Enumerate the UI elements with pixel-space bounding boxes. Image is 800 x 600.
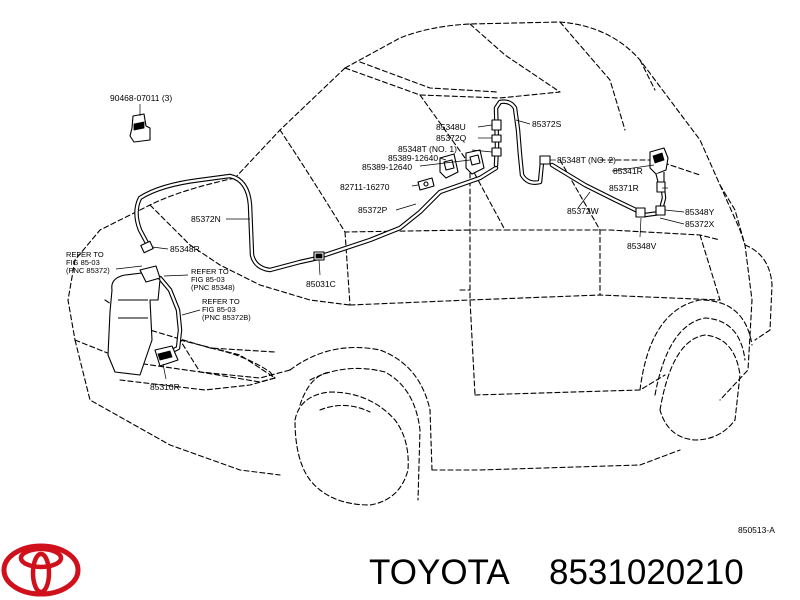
washer-pump-85310R: [154, 345, 179, 367]
label-85341R: 85341R: [613, 166, 643, 176]
clip-85389-b: [465, 149, 485, 175]
label-85371R: 85371R: [609, 183, 639, 193]
svg-text:(PNC 85372): (PNC 85372): [66, 266, 110, 275]
label-85389-a: 85389-12640: [388, 153, 438, 163]
joint-85348T-2: [539, 155, 551, 165]
check-valve-85031C: [313, 251, 325, 261]
label-85372X: 85372X: [685, 219, 715, 229]
joint-85348T-1: [491, 147, 502, 157]
part-number: 8531020210: [549, 553, 744, 592]
label-85031C: 85031C: [306, 279, 336, 289]
washer-hoses: [134, 99, 667, 355]
label-85348U: 85348U: [436, 122, 466, 132]
label-85310R: 85310R: [150, 382, 180, 392]
svg-text:FIG 85-03: FIG 85-03: [191, 275, 225, 284]
label-85348V: 85348V: [627, 241, 657, 251]
label-85372Q: 85372Q: [436, 133, 467, 143]
label-85348T-no1: 85348T (NO. 1): [398, 144, 457, 154]
svg-text:(PNC 85372B): (PNC 85372B): [202, 313, 251, 322]
label-85348Y: 85348Y: [685, 207, 715, 217]
reference-note-85372: REFER TO FIG 85-03 (PNC 85372): [66, 250, 110, 275]
svg-text:FIG 85-03: FIG 85-03: [202, 305, 236, 314]
joint-85348V: [635, 207, 646, 218]
label-85348T-no2: 85348T (NO. 2): [557, 155, 616, 165]
drawing-code: 850513-A: [738, 525, 775, 535]
washer-reservoir: [107, 265, 161, 376]
brand-name: TOYOTA: [369, 553, 510, 592]
reference-note-85348: REFER TO FIG 85-03 (PNC 85348): [191, 267, 235, 292]
leader-lines: [115, 104, 685, 380]
label-82711: 82711-16270: [340, 182, 390, 192]
svg-text:REFER TO: REFER TO: [202, 297, 240, 306]
vehicle-outline: [67, 21, 773, 506]
label-85348R: 85348R: [170, 244, 200, 254]
label-85372N: 85372N: [191, 214, 221, 224]
svg-text:FIG 85-03: FIG 85-03: [66, 258, 100, 267]
label-85372W: 85372W: [567, 206, 599, 216]
svg-text:REFER TO: REFER TO: [66, 250, 104, 259]
svg-text:REFER TO: REFER TO: [191, 267, 229, 276]
elbow-85371R: [656, 181, 666, 193]
joint-85348U: [491, 119, 502, 131]
clip-90468: [129, 113, 151, 143]
toyota-logo-icon: [1, 543, 81, 597]
connector-85372Q: [491, 134, 502, 143]
label-85389-b: 85389-12640: [362, 162, 412, 172]
label-90468: 90468-07011 (3): [110, 93, 172, 103]
nozzle-85341R: [649, 147, 669, 183]
joint-85348R: [140, 240, 154, 254]
joint-85348Y: [655, 205, 666, 216]
svg-text:(PNC 85348): (PNC 85348): [191, 283, 235, 292]
label-85372S: 85372S: [532, 119, 562, 129]
label-85372P: 85372P: [358, 205, 388, 215]
part-labels: 90468-07011 (3) 85348U 85372S 85372Q 853…: [66, 93, 775, 535]
clip-85389-a: [439, 153, 459, 179]
reference-note-85372B: REFER TO FIG 85-03 (PNC 85372B): [202, 297, 251, 322]
components: [107, 113, 669, 376]
clamp-82711: [417, 177, 435, 191]
